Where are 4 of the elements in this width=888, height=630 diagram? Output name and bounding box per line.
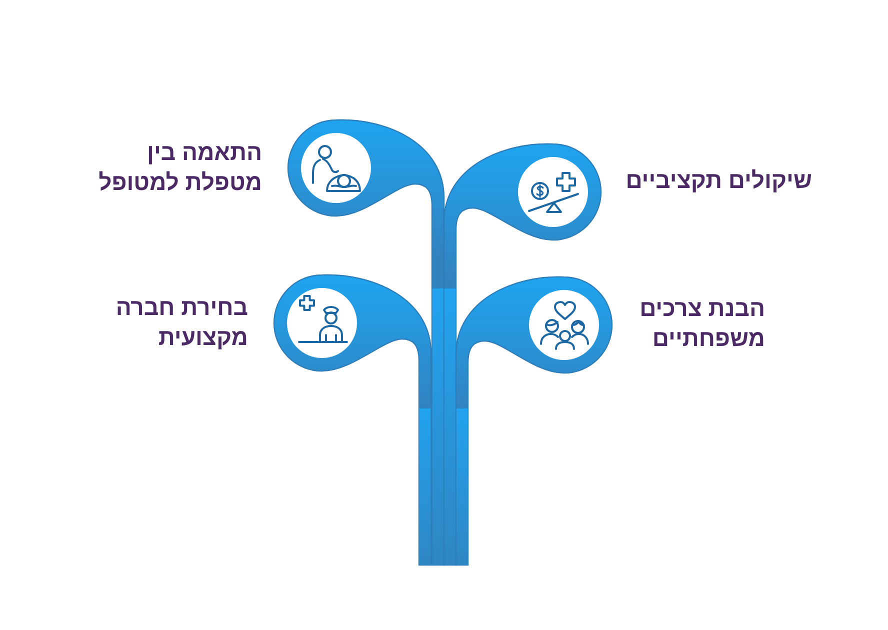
topic-label: שיקולים תקציביים	[624, 166, 812, 195]
topic-label: בחירת חברה מקצועית	[114, 293, 248, 352]
topic-label: התאמה בין מטפלת למטופל	[98, 138, 262, 197]
topic-label: הבנת צרכים משפחתיים	[638, 294, 765, 353]
